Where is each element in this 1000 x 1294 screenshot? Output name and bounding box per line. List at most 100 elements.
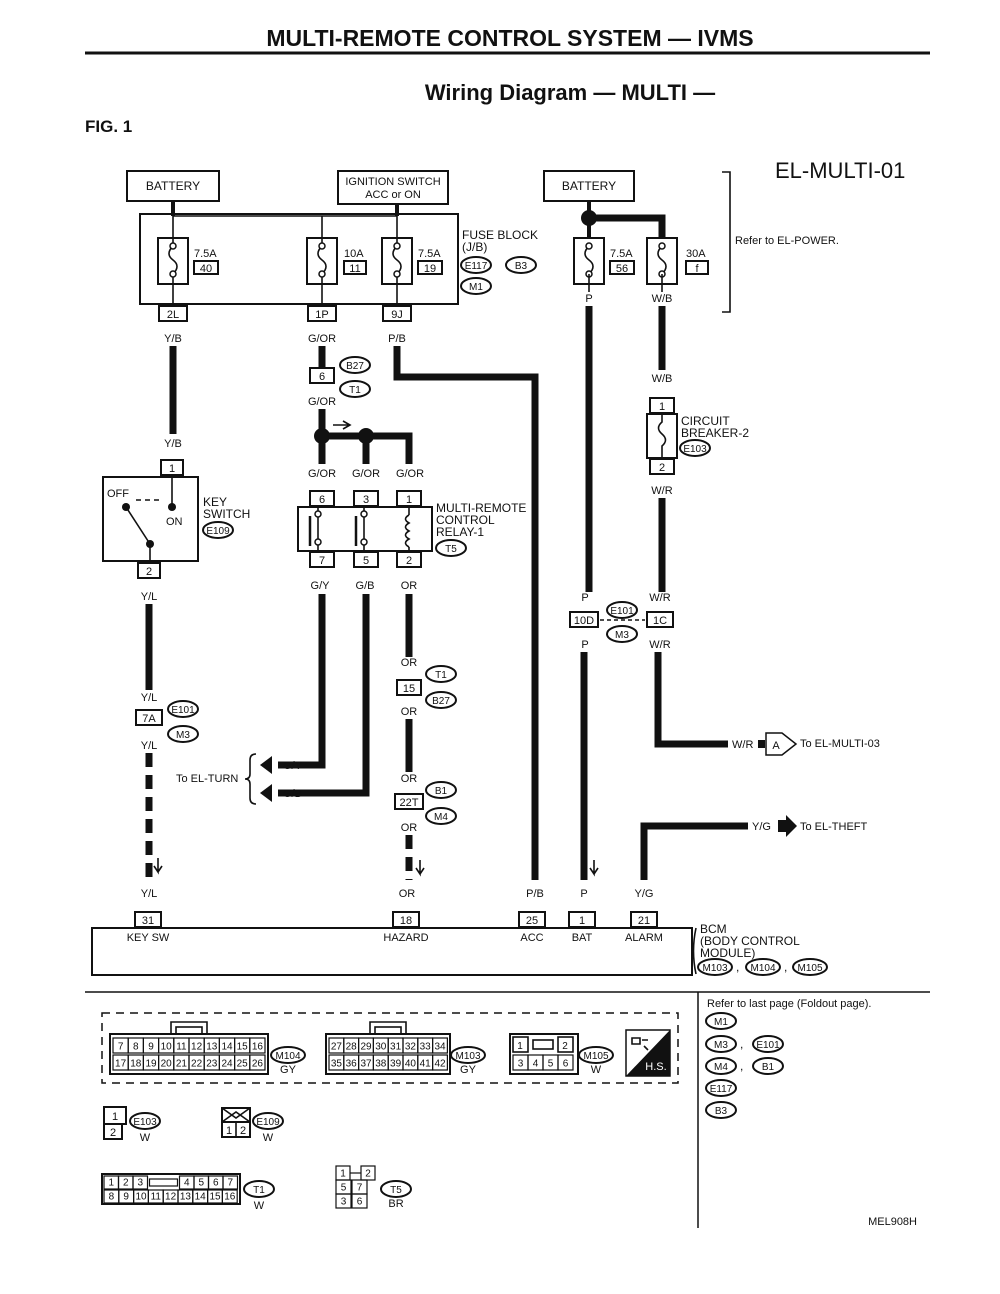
- conn-m103-oval: [697, 958, 733, 976]
- fuse-40-num-box: [193, 260, 219, 275]
- ref-b1: B1: [762, 1062, 775, 1073]
- conn-15-box: [396, 679, 422, 696]
- m103-pin-42: 42: [434, 1059, 446, 1070]
- legend-dashed-frame: [101, 1012, 679, 1084]
- t5-name: T5: [390, 1185, 402, 1196]
- t1-pin-6: 6: [213, 1178, 219, 1189]
- t5-pin-3: 3: [341, 1197, 347, 1208]
- m104-pin-22: 22: [191, 1059, 203, 1070]
- to-el-theft: To EL-THEFT: [800, 821, 868, 833]
- relay-contact-2: [354, 508, 368, 550]
- relay-pin-2: [396, 551, 422, 568]
- t1-pin-16: 16: [224, 1192, 236, 1203]
- conn-b1-oval: [425, 781, 457, 799]
- relay-pin-7: [309, 551, 335, 568]
- wire-yl-1: Y/L: [141, 591, 158, 603]
- fuse-11: [306, 216, 338, 306]
- conn-t1-b: T1: [435, 670, 447, 681]
- figure-label: FIG. 1: [85, 117, 132, 136]
- wire-p-3: P: [581, 639, 588, 651]
- ref-e101-oval: [752, 1035, 784, 1053]
- relay-label-2: CONTROL: [436, 513, 495, 527]
- key-switch-label-1: KEY: [203, 495, 227, 509]
- bcm-pin-31-num: 31: [142, 915, 154, 927]
- conn-b3-oval: [505, 256, 537, 274]
- wire-or-4: OR: [401, 773, 418, 785]
- fuse-19-num: 19: [424, 263, 436, 275]
- conn-6-box: [309, 367, 335, 384]
- e103-name: E103: [133, 1117, 157, 1128]
- m103-pin-32: 32: [405, 1042, 417, 1053]
- ignition-switch-box: [337, 170, 449, 205]
- t1-name: T1: [253, 1185, 265, 1196]
- m103-color: GY: [460, 1064, 477, 1076]
- relay-pin-5-label: 5: [363, 555, 369, 567]
- fuse-f-num-box: [685, 260, 709, 275]
- t5-pin-3-cell: [335, 1193, 352, 1209]
- wire-gy: [278, 594, 326, 769]
- m105-pin-1: 1: [517, 1041, 523, 1052]
- m105-name-oval: [578, 1046, 614, 1064]
- bcm-pin-21: [630, 911, 658, 928]
- fuse-40-num: 40: [200, 263, 212, 275]
- fuse-56-num: 56: [616, 263, 628, 275]
- bcm-comma-2: ,: [784, 960, 787, 974]
- m104-pin-8: 8: [133, 1042, 139, 1053]
- m103-pin-31: 31: [390, 1042, 402, 1053]
- wr-tip: [758, 740, 765, 748]
- m104-pin-15: 15: [237, 1042, 249, 1053]
- fuse-40-amp: 7.5A: [194, 248, 217, 260]
- wire-gor-4: G/OR: [352, 468, 380, 480]
- m105-name: M105: [583, 1051, 608, 1062]
- bcm-label-1: BCM: [700, 922, 727, 936]
- wire-gy-turn: G/Y: [283, 760, 303, 772]
- conn-22t-box: [394, 793, 424, 810]
- t1-pin-3-cell: [132, 1175, 149, 1190]
- ref-m1: M1: [714, 1017, 728, 1028]
- t1-pin-8: 8: [109, 1192, 115, 1203]
- m104-pin-18: 18: [130, 1059, 142, 1070]
- conn-b27-b: B27: [432, 696, 450, 707]
- breaker-label-1: CIRCUIT: [681, 414, 730, 428]
- diagram-id: EL-MULTI-01: [775, 158, 905, 183]
- arrow-a: [765, 732, 798, 756]
- ignition-switch-label-1: IGNITION SWITCH: [345, 176, 440, 188]
- conn-m103: M103: [702, 963, 727, 974]
- bcm-pin-18-num: 18: [400, 915, 412, 927]
- ref-m3-oval: [705, 1035, 737, 1053]
- m103-pin-30: 30: [375, 1042, 387, 1053]
- bcm-pin-1-num: 1: [579, 915, 585, 927]
- arrow-or: [415, 860, 425, 877]
- m103-pin-33: 33: [420, 1042, 432, 1053]
- breaker-pin-2-label: 2: [659, 462, 665, 474]
- conn-m1: M1: [469, 282, 483, 293]
- relay-pin-3-label: 3: [363, 494, 369, 506]
- fuse-block-label-1: FUSE BLOCK: [462, 228, 538, 242]
- m103-pin-42-cell: [432, 1054, 449, 1071]
- conn-e103-oval: [679, 439, 711, 457]
- conn-m4: M4: [434, 812, 448, 823]
- t1-pin-13: 13: [180, 1192, 192, 1203]
- t5-pin-2: 2: [365, 1169, 371, 1180]
- breaker-label-2: BREAKER-2: [681, 426, 749, 440]
- m104-pin-17: 17: [115, 1059, 127, 1070]
- conn-e103: E103: [683, 444, 707, 455]
- conn-e117: E117: [465, 261, 488, 272]
- figure-code: MEL908H: [868, 1216, 917, 1228]
- fuse-40: [157, 216, 189, 306]
- ref-m3: M3: [714, 1040, 728, 1051]
- battery-2-label: BATTERY: [562, 179, 616, 193]
- m104-pin-14: 14: [221, 1042, 233, 1053]
- m104-pin-11: 11: [176, 1042, 187, 1053]
- m104-pin-16: 16: [252, 1042, 264, 1053]
- hs-symbol: H.S.: [625, 1029, 671, 1077]
- conn-m3-oval-b: [606, 625, 638, 643]
- t1-pin-11: 11: [151, 1192, 162, 1203]
- conn-22t: 22T: [400, 797, 419, 809]
- t1-color: W: [254, 1200, 265, 1212]
- arrow-p: [589, 860, 599, 877]
- refer-last-page: Refer to last page (Foldout page).: [707, 998, 871, 1010]
